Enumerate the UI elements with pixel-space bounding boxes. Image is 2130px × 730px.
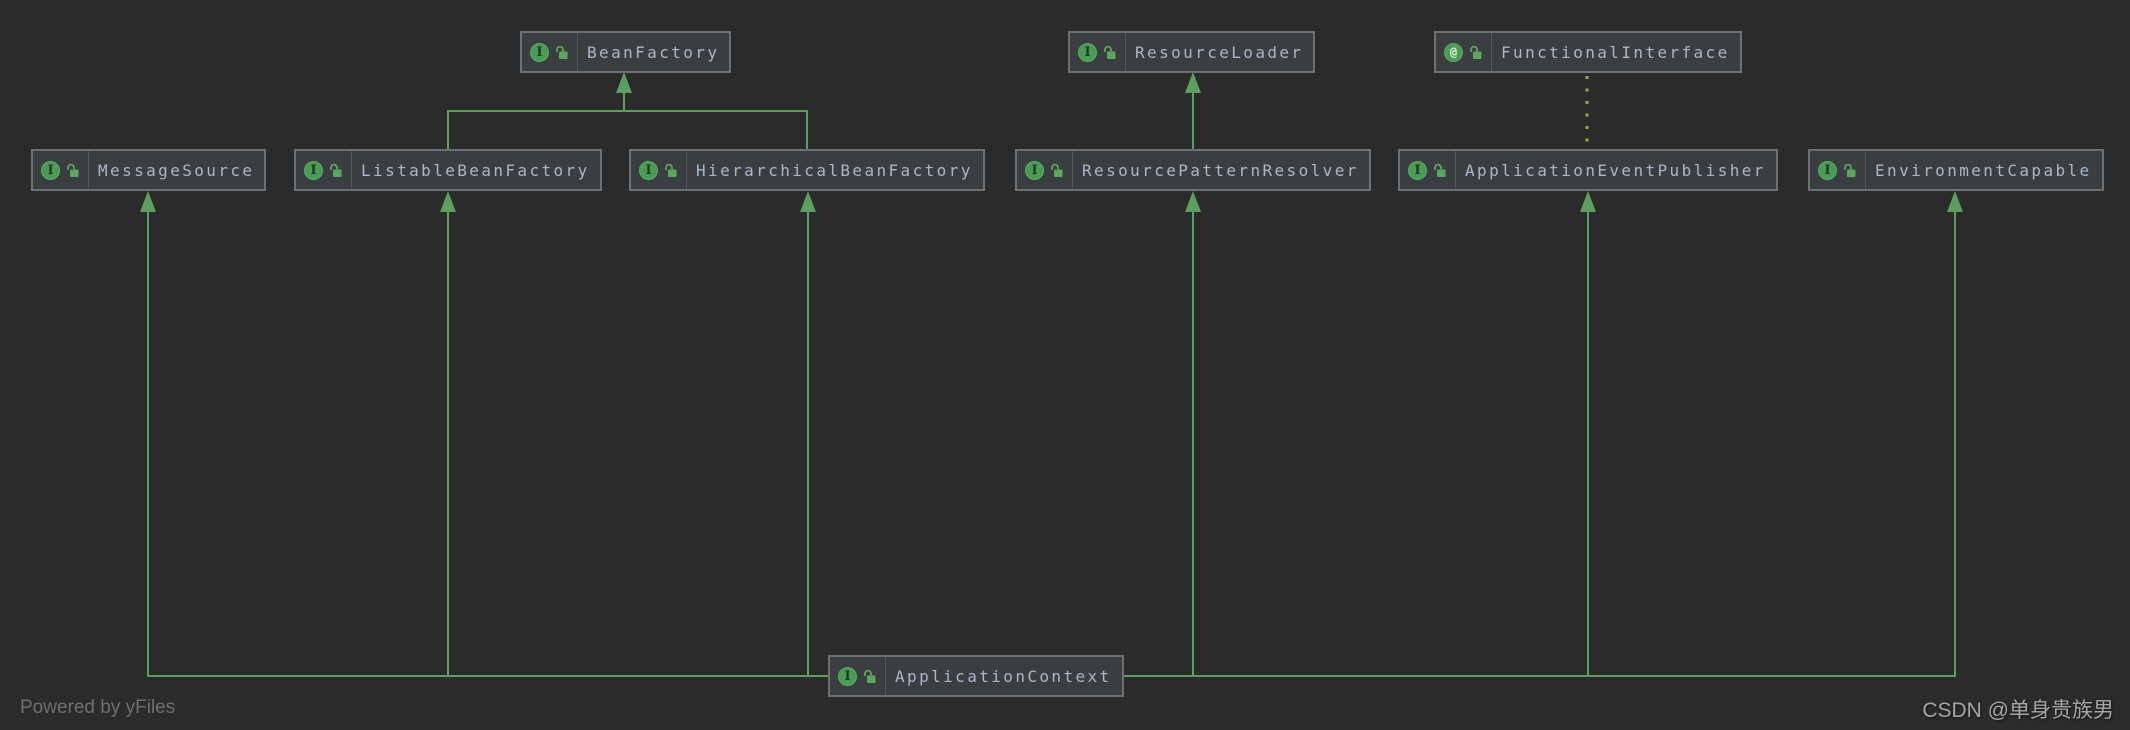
node-label: ResourceLoader — [1135, 42, 1304, 62]
node-label: MessageSource — [98, 160, 255, 180]
node-resource-pattern-resolver[interactable]: I ResourcePatternResolver — [1015, 149, 1371, 191]
node-application-context[interactable]: I ApplicationContext — [828, 655, 1124, 697]
node-label: ApplicationContext — [895, 666, 1112, 686]
annotation-icon: @ — [1444, 42, 1463, 62]
interface-icon: I — [304, 160, 323, 180]
edge-appcontext-to-environmentcapable — [1106, 211, 1956, 677]
node-icon-cell: I — [522, 33, 578, 71]
node-application-event-publisher[interactable]: I ApplicationEventPublisher — [1398, 149, 1778, 191]
node-functional-interface[interactable]: @ FunctionalInterface — [1434, 31, 1742, 73]
unlocked-icon — [1844, 163, 1856, 177]
unlocked-icon — [1470, 45, 1482, 59]
node-listable-bean-factory[interactable]: I ListableBeanFactory — [294, 149, 602, 191]
interface-icon: I — [1818, 160, 1837, 180]
arrowhead-resourcepatternresolver — [1185, 191, 1201, 212]
node-message-source[interactable]: I MessageSource — [31, 149, 267, 191]
interface-icon: I — [41, 160, 60, 180]
unlocked-icon — [67, 163, 79, 177]
edge-appcontext-to-messagesource — [147, 211, 845, 677]
unlocked-icon — [556, 45, 568, 59]
node-environment-capable[interactable]: I EnvironmentCapable — [1808, 149, 2104, 191]
node-icon-cell: I — [631, 151, 687, 189]
node-label: HierarchicalBeanFactory — [696, 160, 973, 180]
arrowhead-hierarchicalbeanfactory — [800, 191, 816, 212]
node-icon-cell: I — [33, 151, 89, 189]
arrowhead-environmentcapable — [1947, 191, 1963, 212]
unlocked-icon — [665, 163, 677, 177]
unlocked-icon — [1434, 163, 1446, 177]
node-bean-factory[interactable]: I BeanFactory — [520, 31, 732, 73]
unlocked-icon — [864, 669, 876, 683]
unlocked-icon — [1051, 163, 1063, 177]
edge-junction-to-beanfactory — [447, 110, 808, 153]
interface-icon: I — [530, 42, 549, 62]
csdn-watermark: CSDN @单身贵族男 — [1922, 699, 2114, 722]
interface-icon: I — [1078, 42, 1097, 62]
node-icon-cell: @ — [1436, 33, 1492, 71]
node-label: ResourcePatternResolver — [1082, 160, 1359, 180]
interface-icon: I — [838, 666, 857, 686]
node-label: BeanFactory — [587, 42, 720, 62]
node-resource-loader[interactable]: I ResourceLoader — [1068, 31, 1316, 73]
unlocked-icon — [1104, 45, 1116, 59]
node-icon-cell: I — [1810, 151, 1866, 189]
interface-icon: I — [1025, 160, 1044, 180]
node-label: EnvironmentCapable — [1875, 160, 2092, 180]
node-label: ListableBeanFactory — [361, 160, 590, 180]
unlocked-icon — [330, 163, 342, 177]
arrowhead-applicationeventpublisher — [1580, 191, 1596, 212]
arrowhead-resourceloader — [1185, 72, 1201, 93]
powered-by-yfiles-label: Powered by yFiles — [20, 697, 176, 718]
arrowhead-listablebeanfactory — [440, 191, 456, 212]
arrowhead-messagesource — [140, 191, 156, 212]
interface-icon: I — [639, 160, 658, 180]
node-icon-cell: I — [830, 657, 886, 695]
node-icon-cell: I — [1070, 33, 1126, 71]
node-hierarchical-bean-factory[interactable]: I HierarchicalBeanFactory — [629, 149, 985, 191]
node-icon-cell: I — [1017, 151, 1073, 189]
node-icon-cell: I — [1400, 151, 1456, 189]
interface-icon: I — [1408, 160, 1427, 180]
node-label: FunctionalInterface — [1501, 42, 1730, 62]
node-label: ApplicationEventPublisher — [1465, 160, 1766, 180]
node-icon-cell: I — [296, 151, 352, 189]
arrowhead-beanfactory — [616, 72, 632, 93]
